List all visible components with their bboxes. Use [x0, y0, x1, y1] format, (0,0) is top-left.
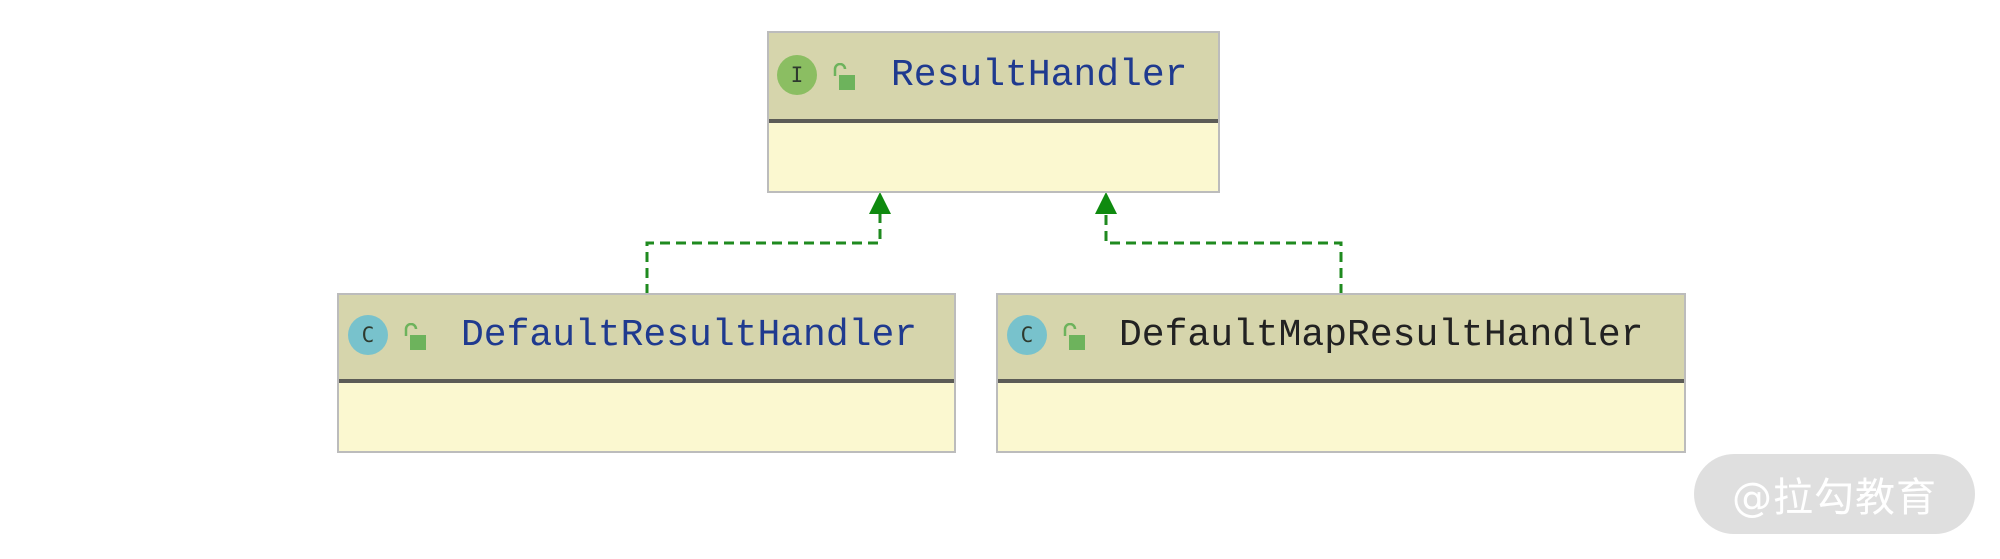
edge-defaultmapresulthandler-to-resulthandler: [1104, 212, 1343, 294]
class-header-defaultmapresulthandler: C DefaultMapResultHandler: [998, 295, 1684, 383]
class-body-defaultresulthandler: [339, 383, 954, 451]
class-name-defaultresulthandler: DefaultResultHandler: [461, 314, 918, 357]
edge-defaultresulthandler-to-resulthandler: [645, 212, 882, 294]
class-name-resulthandler: ResultHandler: [891, 54, 1188, 97]
public-unlocked-icon: [1063, 323, 1085, 350]
public-unlocked-icon: [833, 63, 855, 90]
class-box-defaultresulthandler[interactable]: C DefaultResultHandler: [337, 293, 956, 453]
class-header-defaultresulthandler: C DefaultResultHandler: [339, 295, 954, 383]
class-box-defaultmapresulthandler[interactable]: C DefaultMapResultHandler: [996, 293, 1686, 453]
edge-arrowhead-right: [1095, 192, 1117, 214]
interface-kind-icon: I: [777, 55, 817, 95]
class-body-defaultmapresulthandler: [998, 383, 1684, 451]
class-kind-icon: C: [348, 315, 388, 355]
edge-arrowhead-left: [869, 192, 891, 214]
watermark-badge: @拉勾教育: [1694, 454, 1975, 534]
public-unlocked-icon: [404, 323, 426, 350]
class-body-resulthandler: [769, 123, 1218, 191]
class-kind-icon: C: [1007, 315, 1047, 355]
class-box-resulthandler[interactable]: I ResultHandler: [767, 31, 1220, 193]
class-name-defaultmapresulthandler: DefaultMapResultHandler: [1119, 314, 1644, 357]
class-header-resulthandler: I ResultHandler: [769, 33, 1218, 123]
